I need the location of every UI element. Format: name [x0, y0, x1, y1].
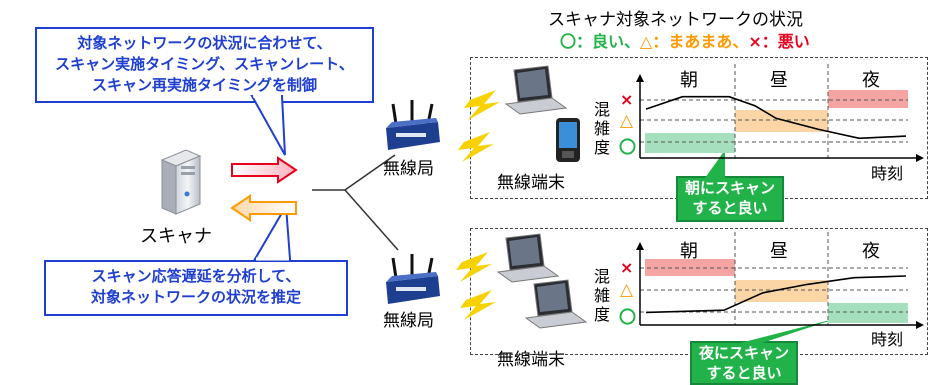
- legend-good-symbol: 〇: [560, 32, 577, 51]
- terminal-label-top: 無線端末: [497, 173, 565, 193]
- night-recommendation-line-2: すると良い: [706, 364, 782, 382]
- estimate-callout-line-1: スキャン応答遅延を分析して、: [91, 267, 301, 285]
- control-callout-line-2: スキャン実施タイミング、スキャンレート、: [55, 55, 354, 73]
- control-callout: 対象ネットワークの状況に合わせて、 スキャン実施タイミング、スキャンレート、 ス…: [35, 27, 374, 103]
- chart1-symbol-bad: ×: [620, 90, 634, 109]
- night-recommendation: 夜にスキャン すると良い: [690, 341, 798, 385]
- estimate-callout-line-2: 対象ネットワークの状況を推定: [90, 288, 301, 306]
- control-callout-tail: [250, 95, 286, 156]
- ap-label-bottom: 無線局: [383, 311, 434, 331]
- legend-bad-text: ：悪い: [761, 32, 810, 51]
- legend-ok-text: ：まあまあ、: [652, 32, 749, 51]
- chart1-symbol-ok: △: [620, 111, 634, 131]
- chart1-period-morning: 朝: [680, 70, 698, 91]
- chart2-symbol-ok: △: [620, 280, 634, 300]
- ap-label-top: 無線局: [383, 159, 434, 179]
- chart2-period-noon: 昼: [770, 241, 788, 262]
- inbound-arrow: [230, 194, 297, 222]
- chart1-y-label-3: 度: [594, 138, 611, 157]
- chart2-symbol-bad: ×: [620, 258, 634, 277]
- router-icon-top: [386, 100, 440, 150]
- router-icon-bottom: [386, 254, 440, 304]
- estimate-callout-tail: [253, 202, 292, 260]
- legend-title: スキャナ対象ネットワークの状況: [548, 10, 803, 30]
- chart2-symbol-good: 〇: [619, 308, 636, 328]
- scanner-label: スキャナ: [140, 226, 212, 247]
- chart2-y-label-2: 雑: [594, 286, 611, 305]
- control-callout-line-1: 対象ネットワークの状況に合わせて、: [77, 34, 332, 52]
- chart1-y-label-1: 混: [594, 100, 611, 119]
- control-callout-line-3: スキャン再実施タイミングを制御: [91, 76, 317, 94]
- estimate-callout: スキャン応答遅延を分析して、 対象ネットワークの状況を推定: [44, 260, 348, 316]
- morning-recommendation: 朝にスキャン すると良い: [676, 176, 784, 222]
- server-icon: [160, 149, 202, 215]
- chart1-symbol-good: 〇: [619, 138, 636, 158]
- chart2-period-night: 夜: [862, 241, 880, 262]
- chart1-y-label-2: 雑: [594, 119, 611, 138]
- legend-ok-symbol: △: [640, 32, 653, 51]
- terminal-label-bottom: 無線端末: [497, 350, 565, 370]
- chart2-y-label-1: 混: [594, 267, 611, 286]
- link-hub-ap-bottom: [344, 189, 399, 251]
- legend-row: 〇：良い、△：まあまあ、×：悪い: [560, 28, 810, 52]
- chart1-period-night: 夜: [862, 70, 880, 91]
- outbound-arrow: [231, 156, 298, 184]
- legend-bad-symbol: ×: [748, 32, 762, 51]
- network-panel-bottom: [470, 228, 928, 355]
- chart1-x-label: 時刻: [871, 164, 904, 183]
- chart1-period-noon: 昼: [770, 70, 788, 91]
- legend-good-text: ：良い、: [576, 32, 641, 51]
- morning-recommendation-line-2: すると良い: [692, 199, 768, 217]
- chart2-period-morning: 朝: [680, 241, 698, 262]
- morning-recommendation-line-1: 朝にスキャン: [684, 179, 775, 197]
- chart2-y-label-3: 度: [594, 305, 611, 324]
- chart2-x-label: 時刻: [871, 330, 904, 349]
- night-recommendation-line-1: 夜にスキャン: [698, 344, 789, 362]
